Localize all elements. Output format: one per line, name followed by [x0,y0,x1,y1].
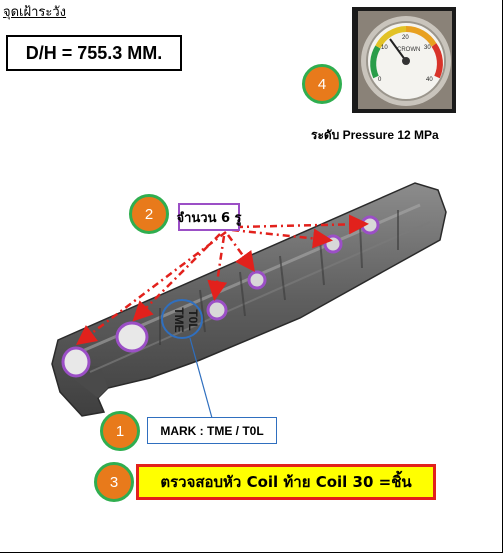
gauge-brand: CROWN [397,47,420,53]
callout-badge-2: 2 [129,194,169,234]
stamp-text-t0l: T0L [186,309,200,330]
callout-badge-3: 3 [94,462,134,502]
coil-check-label: ตรวจสอบหัว Coil ท้าย Coil 30 =ชิ้น [136,464,436,500]
dh-spec-box: D/H = 755.3 MM. [6,35,182,71]
stamp-mark: TME T0L [161,299,213,419]
mark-label: MARK : TME / T0L [147,417,277,444]
metal-bracket [51,182,447,417]
hole-highlight [61,346,91,378]
stamp-text-tme: TME [172,307,186,332]
callout-badge-1: 1 [100,411,140,451]
hole-highlight [206,299,228,321]
pressure-gauge-photo: CROWN 0 10 20 30 40 [352,7,456,113]
pressure-gauge-icon: CROWN 0 10 20 30 40 [352,7,456,113]
gauge-scale-10: 10 [381,45,388,51]
hole-highlight [115,321,149,353]
hole-count-label: จำนวน 6 รู [176,203,242,231]
gauge-scale-0: 0 [378,77,382,83]
gauge-scale-40: 40 [426,77,433,83]
gauge-scale-20: 20 [402,35,409,41]
holes [61,215,380,378]
hole-count-arrows [76,214,369,346]
page-title: จุดเฝ้าระวัง [3,5,67,20]
gauge-scale-30: 30 [424,45,431,51]
hole-highlight [247,270,267,290]
pressure-label: ระดับ Pressure 12 MPa [311,128,439,142]
hole-highlight [323,234,343,254]
callout-badge-4: 4 [302,64,342,104]
hole-highlight [360,215,380,235]
